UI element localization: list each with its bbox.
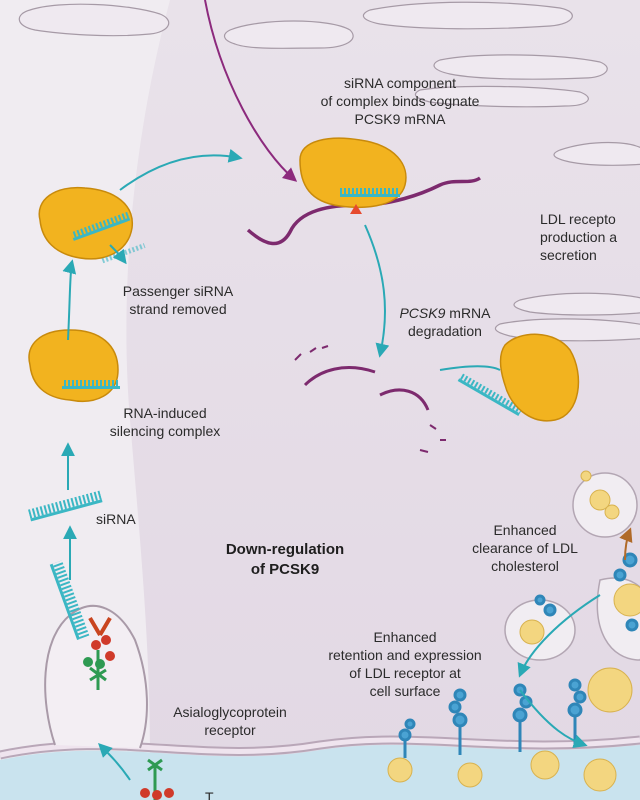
- ldl-receptors: [398, 552, 639, 758]
- risc-complex: [28, 329, 120, 402]
- label-passenger-removed: Passenger siRNA strand removed: [122, 283, 234, 317]
- ldl-particles: [387, 470, 640, 792]
- incoming-arrow: [204, 0, 298, 182]
- risc-with-passenger: [38, 186, 146, 264]
- label-degradation: degradation: [408, 323, 482, 339]
- mrna-fragments: [294, 345, 446, 453]
- title-down-regulation: Down-regulation of PCSK9: [225, 541, 345, 578]
- cleavage-site-icon: [350, 204, 362, 214]
- label-enhanced-clearance: Enhanced clearance of LDL cholesterol: [472, 522, 578, 574]
- label-mrna-degradation: PCSK9 mRNA degradation: [385, 304, 505, 340]
- label-ldl-receptor-production: LDL recepto production a secretion: [540, 211, 618, 263]
- cycle-arrows: [61, 148, 601, 781]
- label-risc: RNA-induced silencing complex: [109, 405, 221, 439]
- released-sirna: [457, 373, 523, 416]
- label-enhanced-retention: Enhanced retention and expression of LDL…: [328, 629, 482, 699]
- label-sirna-binds: siRNA component of complex binds cognate…: [320, 75, 480, 127]
- label-asialoglycoprotein-receptor: Asialoglycoprotein receptor: [173, 704, 287, 738]
- extracellular-space: [0, 745, 640, 800]
- released-complex: [499, 333, 580, 422]
- label-edge-letter: T: [205, 789, 214, 800]
- label-gene-name: PCSK9: [399, 305, 446, 321]
- risc-bound-mrna: [246, 137, 482, 246]
- sirna-free: [27, 490, 103, 522]
- sirna-in-endosome: [49, 560, 90, 640]
- label-mrna: mRNA: [445, 305, 491, 321]
- asialoglycoprotein-receptor-endosome: [83, 616, 115, 690]
- label-sirna: siRNA: [96, 511, 136, 527]
- asialoglycoprotein-receptor-surface: [140, 758, 174, 800]
- secretion-arrow: [619, 527, 633, 561]
